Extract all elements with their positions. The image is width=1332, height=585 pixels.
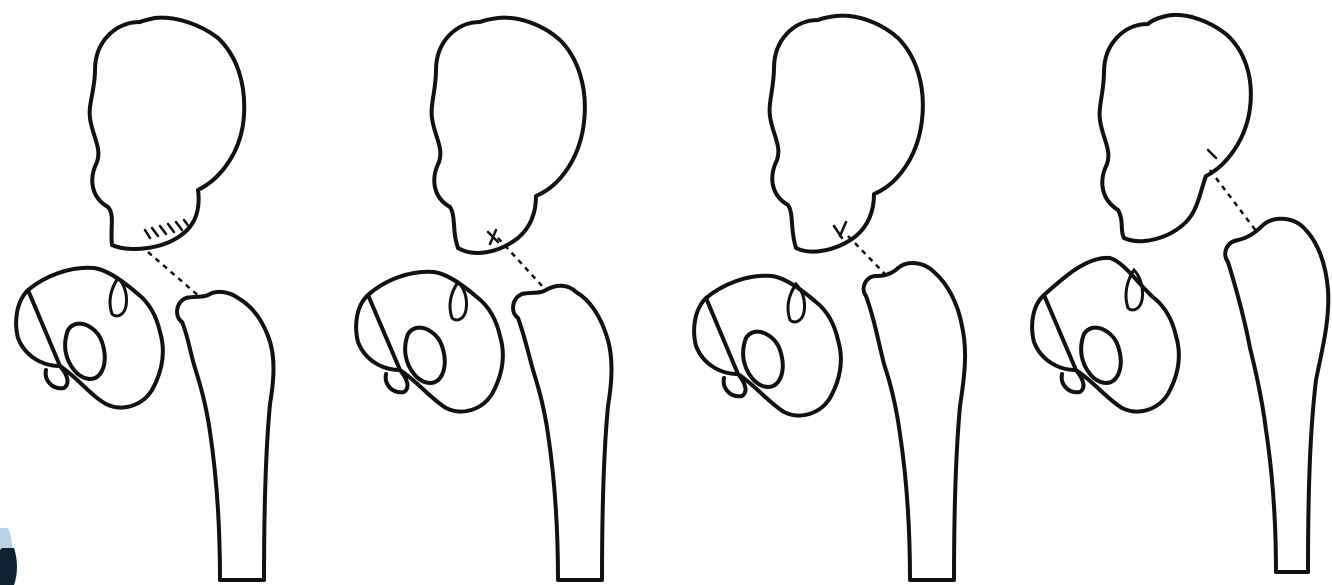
ilium-bone xyxy=(770,16,923,252)
ilium-bone xyxy=(1100,15,1251,241)
femur-bone xyxy=(1225,219,1328,572)
ilium-bone xyxy=(90,18,245,249)
femur-bone xyxy=(177,292,273,580)
femur-bone xyxy=(513,286,611,580)
femur-bone xyxy=(864,263,965,580)
ilium-bone xyxy=(432,18,585,253)
panel-3 xyxy=(694,16,965,580)
panel-2 xyxy=(356,18,611,580)
corner-artifact xyxy=(0,528,17,585)
panel-1 xyxy=(16,18,273,580)
panel-4 xyxy=(1032,15,1328,572)
